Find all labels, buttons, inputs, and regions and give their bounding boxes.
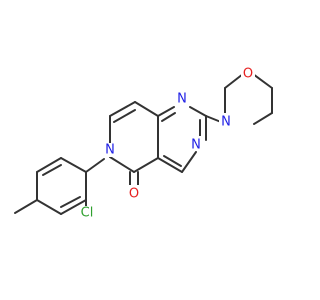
atom-label-chlorine: Cl xyxy=(81,206,94,221)
atom-n3: N xyxy=(189,136,203,153)
bond xyxy=(14,199,38,214)
bond xyxy=(157,106,175,117)
atom-labels: N N N N O O Cl xyxy=(77,66,255,221)
atom-n1: N xyxy=(175,91,189,107)
atom-label-morpholine-o: O xyxy=(243,67,253,82)
atom-n6: N xyxy=(103,143,117,158)
bond xyxy=(109,156,135,173)
molecule-diagram: N N N N O O Cl xyxy=(14,66,273,221)
bond xyxy=(224,73,244,89)
bond xyxy=(109,101,136,117)
atom-label-carbonyl-o: O xyxy=(129,187,139,202)
bond xyxy=(113,109,136,123)
atom-label-n1: N xyxy=(177,92,187,107)
bond xyxy=(36,157,62,173)
bond xyxy=(205,115,222,123)
atom-morpholine-n: N xyxy=(219,113,233,130)
bond xyxy=(181,151,197,173)
bond xyxy=(189,106,207,117)
atom-chlorine: Cl xyxy=(77,206,97,221)
bond xyxy=(133,157,159,173)
bond-lines xyxy=(14,73,273,215)
bond xyxy=(134,101,159,117)
atom-morpholine-o: O xyxy=(241,66,255,82)
bond xyxy=(157,157,183,173)
bond xyxy=(60,196,81,208)
bond xyxy=(253,112,273,125)
bond xyxy=(161,112,176,122)
bond xyxy=(60,199,87,215)
bond xyxy=(42,164,62,176)
bond xyxy=(36,199,62,215)
atom-label-morpholine-n: N xyxy=(221,115,231,130)
atom-carbonyl-o: O xyxy=(127,185,141,202)
bond xyxy=(163,155,182,167)
atom-label-n3: N xyxy=(191,138,201,153)
bond xyxy=(252,73,273,89)
atom-label-n6: N xyxy=(105,143,115,158)
bond xyxy=(60,157,87,173)
bond xyxy=(85,158,105,173)
